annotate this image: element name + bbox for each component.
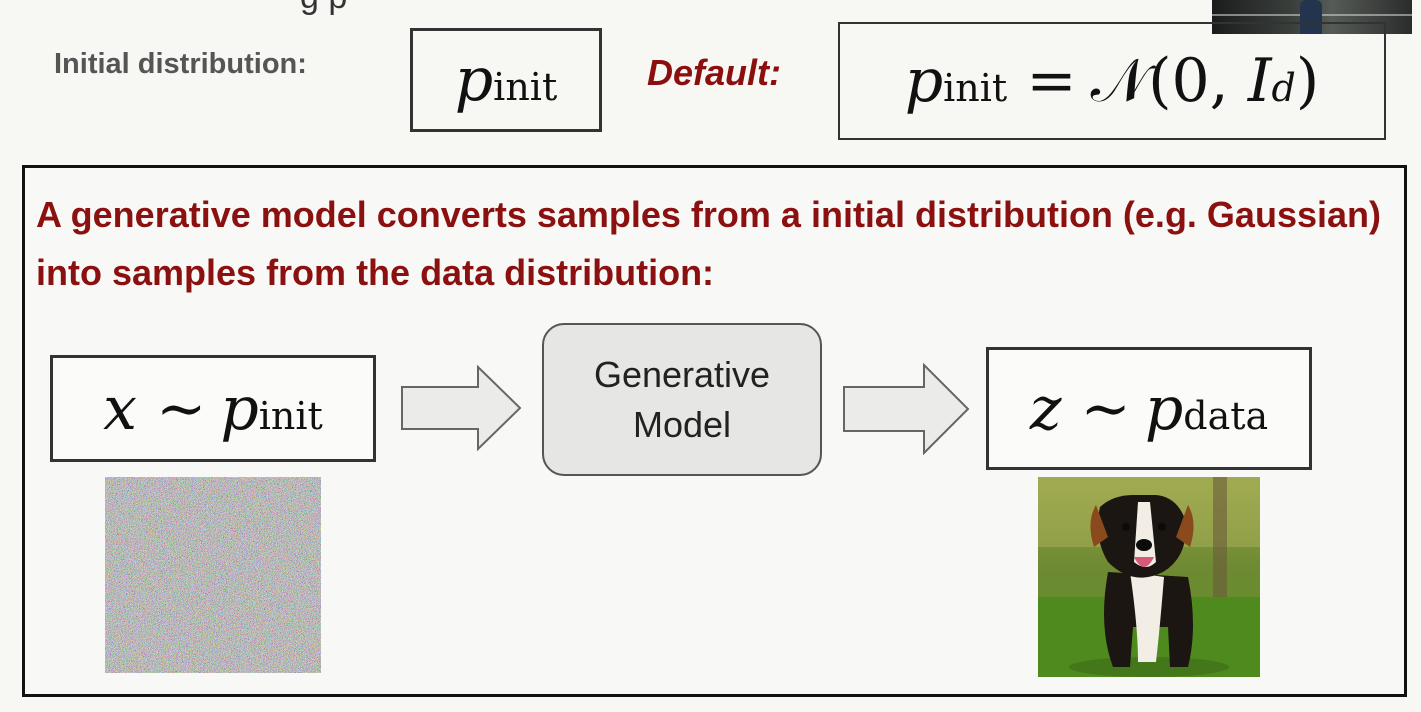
model-label-line1: Generative bbox=[593, 353, 771, 395]
pinit-box: pinit bbox=[410, 28, 602, 132]
x-symbol: x bbox=[103, 373, 137, 444]
model-label-line2: Model bbox=[632, 403, 732, 445]
arrow-right-icon bbox=[401, 365, 522, 451]
default-label: Default: bbox=[647, 52, 781, 93]
dog-photo-image bbox=[1038, 477, 1260, 677]
tilde-symbol: ∼ bbox=[156, 373, 207, 444]
init-subscript: init bbox=[943, 66, 1008, 110]
data-subscript: data bbox=[1183, 393, 1269, 438]
init-subscript: init bbox=[258, 393, 323, 438]
initial-distribution-label: Initial distribution: bbox=[54, 48, 307, 80]
x-sample-box: x ∼pinit bbox=[50, 355, 376, 462]
normal-args-close: ) bbox=[1295, 46, 1320, 116]
pinit-formula: pinit bbox=[455, 45, 557, 115]
identity-symbol: I bbox=[1247, 46, 1272, 116]
p-symbol: p bbox=[1144, 373, 1184, 444]
default-formula: pinit =𝒩(0, Id) bbox=[905, 46, 1320, 116]
normal-args-open: (0, bbox=[1148, 46, 1248, 116]
z-formula: z ∼pdata bbox=[1030, 374, 1268, 444]
normal-symbol: 𝒩 bbox=[1090, 46, 1149, 116]
presenter-figure bbox=[1300, 0, 1322, 34]
z-sample-box: z ∼pdata bbox=[986, 347, 1312, 470]
generative-model-box: Generative Model bbox=[542, 323, 822, 476]
tilde-symbol: ∼ bbox=[1080, 373, 1131, 444]
init-subscript: init bbox=[493, 65, 558, 109]
x-formula: x ∼pinit bbox=[103, 374, 323, 444]
headline-text: A generative model converts samples from… bbox=[36, 194, 1381, 293]
camera-feed-thumbnail bbox=[1212, 0, 1412, 34]
z-symbol: z bbox=[1029, 373, 1062, 444]
default-formula-box: pinit =𝒩(0, Id) bbox=[838, 22, 1386, 140]
arrow-right-icon bbox=[843, 363, 970, 455]
equals-sign: = bbox=[1026, 46, 1077, 116]
p-symbol: p bbox=[904, 46, 944, 116]
slide-title-cut: g p bbox=[300, 0, 347, 17]
p-symbol: p bbox=[454, 45, 494, 115]
gaussian-noise-image bbox=[105, 477, 321, 673]
p-symbol: p bbox=[220, 373, 259, 444]
identity-subscript: d bbox=[1271, 66, 1296, 110]
